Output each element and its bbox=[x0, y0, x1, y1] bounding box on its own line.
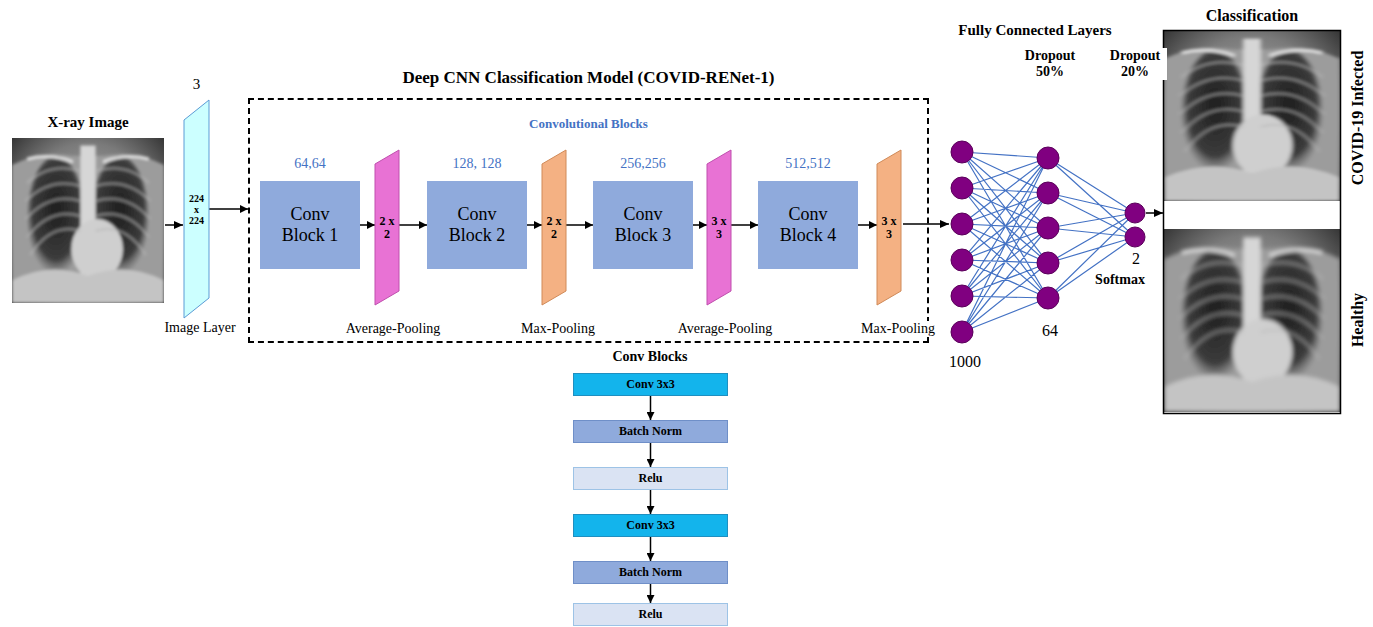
block-group-title: Convolutional Blocks bbox=[529, 116, 648, 132]
flow-arrow bbox=[650, 396, 652, 420]
xray-healthy-image bbox=[1164, 229, 1340, 412]
xray-input-image bbox=[12, 138, 164, 303]
flow-arrow bbox=[650, 490, 652, 514]
pool-size: 3 x 3 bbox=[882, 215, 897, 240]
class-label: Healthy bbox=[1349, 292, 1367, 348]
layer-size: 1000 bbox=[948, 353, 982, 371]
conv-block: 256,256Conv Block 3 bbox=[593, 181, 693, 269]
model-frame: Deep CNN Classification Model (COVID-REN… bbox=[248, 98, 929, 343]
conv-layer-box: Conv 3x3 bbox=[573, 514, 728, 537]
relu-box: Relu bbox=[573, 603, 728, 626]
block-name: Conv Block 2 bbox=[440, 204, 514, 245]
relu-box: Relu bbox=[573, 467, 728, 490]
max-pooling-layer: 2 x 2 bbox=[542, 150, 566, 305]
flow-arrow bbox=[527, 224, 542, 226]
input-size: 224 x 224 bbox=[187, 193, 206, 226]
flow-arrow bbox=[360, 224, 375, 226]
flow-arrow bbox=[731, 224, 758, 226]
batchnorm-box: Batch Norm bbox=[573, 561, 728, 584]
block-name: Conv Block 1 bbox=[273, 204, 347, 245]
conv-block: 64,64Conv Block 1 bbox=[260, 181, 360, 269]
parallelogram bbox=[542, 150, 566, 305]
image-layer: 3224 x 224 bbox=[184, 100, 209, 318]
flow-arrow bbox=[903, 223, 949, 225]
layer-name: Conv 3x3 bbox=[626, 518, 674, 533]
block-name: Conv Block 4 bbox=[771, 204, 845, 245]
block-name: Conv Block 3 bbox=[606, 204, 680, 245]
section-title: Classification bbox=[1205, 7, 1299, 25]
parallelogram bbox=[877, 150, 901, 305]
dropout-label: Dropout 20% bbox=[1103, 48, 1167, 80]
layer-name: Batch Norm bbox=[619, 565, 682, 580]
flow-arrow bbox=[165, 224, 183, 226]
flow-arrow bbox=[209, 208, 248, 210]
layer-name: Relu bbox=[639, 607, 663, 622]
class-label: COVID-19 Infected bbox=[1349, 50, 1367, 187]
dropout-label: Dropout 50% bbox=[1018, 48, 1082, 80]
layer-size: 64 bbox=[1041, 322, 1059, 340]
flow-arrow bbox=[650, 443, 652, 467]
flow-arrow bbox=[693, 224, 707, 226]
neuron-links bbox=[962, 152, 1135, 332]
layer-size: 2 bbox=[1131, 250, 1141, 268]
section-title: Fully Connected Layers bbox=[957, 22, 1112, 39]
filter-count: 64,64 bbox=[294, 156, 326, 172]
neurons bbox=[951, 141, 1145, 343]
image-caption: X-ray Image bbox=[46, 114, 129, 131]
conv-layer-box: Conv 3x3 bbox=[573, 373, 728, 396]
activation-label: Softmax bbox=[1094, 272, 1146, 288]
flow-arrow bbox=[650, 584, 652, 603]
pooling-caption: Average-Pooling bbox=[345, 321, 442, 337]
average-pooling-layer: 2 x 2 bbox=[375, 150, 399, 305]
layer-name: Relu bbox=[639, 471, 663, 486]
layer-name: Batch Norm bbox=[619, 424, 682, 439]
pool-size: 2 x 2 bbox=[380, 215, 395, 240]
flow-arrow bbox=[1146, 212, 1163, 214]
pooling-caption: Average-Pooling bbox=[677, 321, 774, 337]
filter-count: 128, 128 bbox=[453, 156, 502, 172]
average-pooling-layer: 3 x 3 bbox=[707, 150, 731, 305]
flow-arrow bbox=[650, 537, 652, 561]
conv-block: 512,512Conv Block 4 bbox=[758, 181, 858, 269]
section-title: Conv Blocks bbox=[611, 349, 688, 365]
flow-arrow bbox=[858, 224, 877, 226]
flow-arrow bbox=[399, 224, 427, 226]
xray-covid-image bbox=[1164, 31, 1340, 201]
layer-caption: Image Layer bbox=[163, 320, 236, 336]
conv-block: 128, 128Conv Block 2 bbox=[427, 181, 527, 269]
batchnorm-box: Batch Norm bbox=[573, 420, 728, 443]
parallelogram bbox=[184, 100, 209, 318]
pool-size: 2 x 2 bbox=[547, 215, 562, 240]
parallelogram bbox=[707, 150, 731, 305]
filter-count: 512,512 bbox=[785, 156, 831, 172]
channel-count: 3 bbox=[193, 76, 201, 93]
classification-frame bbox=[1164, 31, 1341, 414]
model-title: Deep CNN Classification Model (COVID-REN… bbox=[402, 68, 774, 88]
parallelogram bbox=[375, 150, 399, 305]
pool-size: 3 x 3 bbox=[712, 215, 727, 240]
layer-name: Conv 3x3 bbox=[626, 377, 674, 392]
pooling-caption: Max-Pooling bbox=[520, 321, 596, 337]
flow-arrow bbox=[566, 224, 593, 226]
pooling-caption: Max-Pooling bbox=[860, 321, 936, 337]
filter-count: 256,256 bbox=[620, 156, 666, 172]
max-pooling-layer: 3 x 3 bbox=[877, 150, 901, 305]
